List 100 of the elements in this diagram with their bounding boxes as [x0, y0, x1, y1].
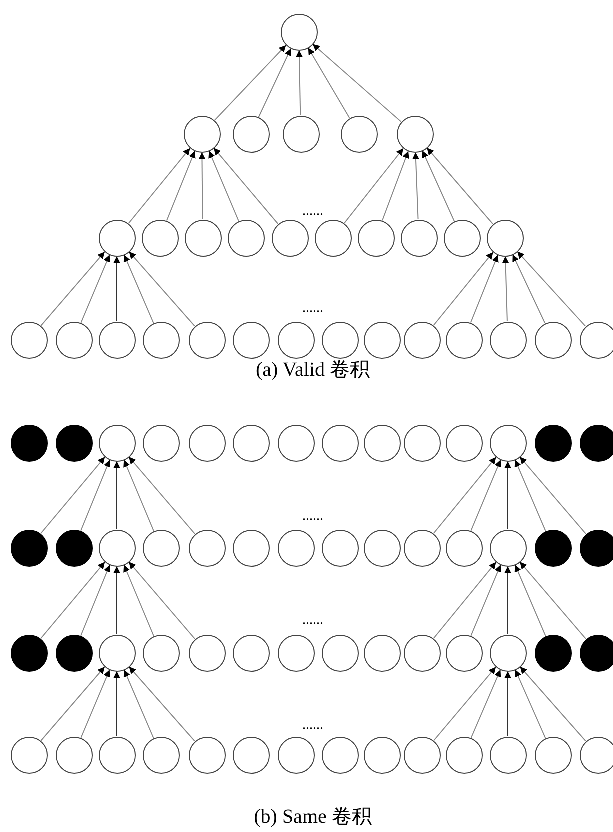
arrow — [520, 456, 586, 534]
ellipsis-dots: ...... — [302, 719, 324, 733]
neuron-circle — [98, 424, 136, 462]
neuron-circle — [314, 220, 352, 256]
arrow — [433, 252, 494, 326]
arrow — [502, 256, 510, 322]
neuron-circle — [272, 220, 308, 256]
neuron-circle — [404, 530, 440, 566]
neuron-circle — [446, 424, 482, 462]
neuron-circle — [322, 424, 358, 462]
neuron-circle — [364, 634, 400, 672]
arrow — [208, 150, 240, 222]
arrow — [426, 148, 494, 224]
ellipsis-dots: ...... — [302, 510, 324, 524]
neuron-circle — [142, 530, 180, 566]
arrow — [344, 148, 404, 224]
arrow — [520, 562, 586, 640]
arrow — [514, 669, 546, 739]
arrow — [504, 566, 512, 635]
arrow — [124, 564, 154, 636]
arrow — [516, 251, 586, 327]
arrow — [308, 47, 350, 119]
neuron-circle — [232, 424, 270, 462]
neuron-circle — [580, 736, 613, 774]
neuron-circle — [98, 530, 136, 566]
arrow — [128, 456, 196, 534]
neuron-circle — [98, 220, 136, 256]
neuron-circle — [10, 736, 48, 774]
neuron-circle — [188, 424, 226, 462]
caption: (b) Same 卷积 — [254, 807, 372, 827]
neuron-circle — [364, 424, 400, 462]
neuron-circle — [282, 116, 320, 152]
neuron-circle — [580, 322, 613, 358]
neuron-circle — [404, 424, 440, 462]
neuron-circle — [188, 530, 226, 566]
arrow — [114, 671, 120, 737]
neuron-circle — [490, 322, 526, 358]
arrow — [470, 254, 499, 324]
arrow — [514, 564, 546, 636]
arrow — [80, 460, 111, 532]
neuron-circle — [142, 736, 180, 774]
neuron-circle — [184, 220, 222, 256]
neuron-circle — [364, 322, 400, 358]
neuron-circle — [490, 634, 526, 672]
arrow — [80, 670, 110, 738]
neuron-circle — [10, 322, 48, 358]
arrow — [114, 256, 120, 322]
neuron-circle — [446, 634, 482, 672]
neuron-circle — [446, 736, 482, 774]
neuron-circle — [232, 736, 270, 774]
arrow — [80, 254, 110, 324]
ellipsis-dots: ...... — [302, 302, 324, 316]
neuron-circle — [98, 736, 136, 774]
arrow — [214, 44, 287, 122]
neuron-circle — [228, 220, 264, 256]
arrow — [114, 566, 120, 635]
neuron-circle — [534, 322, 572, 358]
arrow — [412, 152, 420, 220]
neuron-circle — [142, 634, 180, 672]
neuron-circle — [322, 634, 358, 672]
padding-circle — [534, 634, 572, 672]
neuron-circle — [358, 220, 394, 256]
arrow — [514, 460, 546, 532]
neuron-circle — [142, 322, 180, 358]
neuron-circle — [446, 530, 482, 566]
arrow — [470, 460, 502, 532]
arrow — [296, 50, 303, 116]
neuron-circle — [404, 736, 440, 774]
neuron-circle — [404, 634, 440, 672]
neuron-circle — [278, 736, 314, 774]
neuron-circle — [278, 424, 314, 462]
arrow — [128, 148, 191, 224]
neuron-circle — [486, 220, 524, 256]
neuron-circle — [322, 530, 358, 566]
neuron-circle — [490, 530, 526, 566]
arrow — [433, 666, 497, 742]
arrow — [422, 150, 455, 222]
neuron-circle — [188, 322, 226, 358]
arrow — [504, 461, 512, 530]
neuron-circle — [188, 634, 226, 672]
neuron-circle — [396, 116, 434, 152]
arrow — [512, 254, 546, 324]
arrow — [382, 150, 410, 222]
neuron-circle — [232, 116, 270, 152]
neuron-circle — [232, 634, 270, 672]
arrow — [80, 564, 111, 636]
arrow — [40, 666, 106, 742]
ellipsis-dots: ...... — [302, 205, 324, 219]
padding-circle — [10, 424, 48, 462]
padding-circle — [56, 424, 92, 462]
arrow — [433, 562, 497, 640]
neuron-circle — [98, 634, 136, 672]
neuron-circle — [232, 530, 270, 566]
neuron-circle — [142, 220, 178, 256]
padding-circle — [580, 530, 613, 566]
neuron-circle — [322, 736, 358, 774]
neuron-circle — [142, 424, 180, 462]
padding-circle — [10, 530, 48, 566]
arrow — [124, 669, 154, 739]
neuron-circle — [232, 322, 270, 358]
